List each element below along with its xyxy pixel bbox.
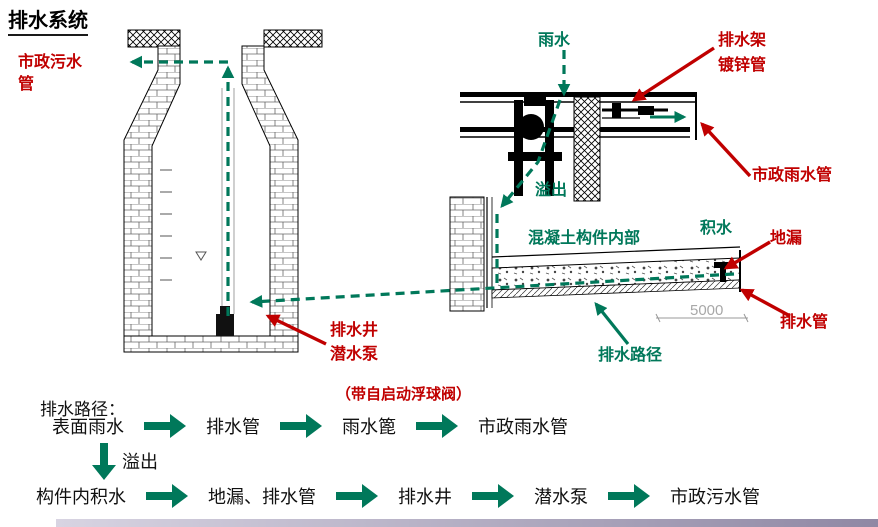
parapet-brick-wall	[449, 196, 485, 312]
label-submersible-pump: 潜水泵	[330, 346, 379, 363]
flow-step-surface-rain: 表面雨水	[52, 417, 124, 437]
flow-arrow-icon	[146, 484, 188, 508]
label-drainage-path: 排水路径	[598, 347, 663, 364]
label-drain-well: 排水井	[330, 322, 379, 339]
flow-arrow-icon	[416, 414, 458, 438]
flow-arrow-icon	[336, 484, 378, 508]
callout-arrow-floor-drain	[723, 240, 771, 270]
label-floor-drain: 地漏	[770, 230, 803, 247]
label-drain-pipe: 排水管	[780, 314, 829, 331]
flow-arrow-icon	[144, 414, 186, 438]
footer-accent-bar	[56, 519, 878, 527]
flow-step-floor-drain-pipe: 地漏、排水管	[208, 487, 316, 507]
drain-inlet	[524, 96, 546, 106]
drain-fitting	[508, 152, 562, 161]
label-municipal-rain-pipe: 市政雨水管	[752, 167, 833, 184]
ladder-rungs	[160, 169, 172, 281]
page-title: 排水系统	[8, 4, 88, 36]
flow-step-submersible-pump: 潜水泵	[534, 487, 588, 507]
flow-step-rain-grate: 雨水篦	[342, 417, 396, 437]
ground-hatch-left	[127, 29, 181, 48]
drain-fitting	[518, 114, 544, 140]
drainage-path-lines	[129, 50, 735, 345]
flow-step-drain-pipe: 排水管	[206, 417, 260, 437]
slab-underlayer	[491, 279, 741, 299]
flow-down-arrow-icon	[92, 443, 116, 481]
roof-drain-detail-drawing	[449, 92, 749, 323]
label-float-valve-note: （带自启动浮球阀）	[336, 386, 472, 403]
flow-row-surface-water: 表面雨水 排水管 雨水篦 市政雨水管	[52, 413, 568, 439]
flow-step-municipal-rain-pipe: 市政雨水管	[478, 417, 568, 437]
flow-step-municipal-sewage-pipe: 市政污水管	[670, 487, 760, 507]
roof-slab-line	[460, 92, 696, 97]
flow-arrow-icon	[472, 484, 514, 508]
label-galvanized-pipe: 镀锌管	[718, 57, 767, 74]
submersible-pump-symbol	[216, 314, 234, 336]
pipe-bracket	[612, 103, 621, 118]
pipe-bracket	[638, 106, 654, 115]
water-level-mark	[195, 251, 207, 261]
label-ponding: 积水	[700, 220, 733, 237]
flow-arrow-icon	[608, 484, 650, 508]
pump-outlet-symbol	[220, 306, 230, 314]
ground-hatch-right	[263, 29, 323, 48]
well-wall-left	[123, 45, 181, 337]
hatched-column	[573, 96, 601, 202]
concrete-slab	[491, 257, 741, 291]
callout-arrow-drain-well-pump	[265, 314, 327, 346]
flow-branch-overflow: 溢出	[122, 452, 158, 472]
flow-row-interior-water: 构件内积水 地漏、排水管 排水井 潜水泵 市政污水管	[36, 483, 760, 509]
path-slab-to-well	[249, 272, 735, 308]
well-wall-right	[241, 45, 299, 337]
callout-arrow-municipal-rain-pipe	[700, 122, 752, 178]
label-concrete-member-interior: 混凝土构件内部	[528, 230, 641, 247]
well-floor	[123, 335, 299, 353]
drain-well-section-drawing	[123, 29, 323, 353]
flow-step-drain-well: 排水井	[398, 487, 452, 507]
dimension-5000: 5000	[690, 302, 724, 319]
flow-heading: 排水路径：	[40, 400, 125, 419]
label-municipal-sewage-pipe: 市政污水管	[18, 54, 83, 94]
callout-arrow-drain-rack	[631, 46, 715, 102]
roof-slab-line	[460, 127, 690, 132]
floor-drain-symbol	[720, 268, 726, 282]
flow-arrow-icon	[280, 414, 322, 438]
flow-step-member-ponding: 构件内积水	[36, 487, 126, 507]
label-overflow: 溢出	[535, 182, 568, 199]
label-rainwater: 雨水	[538, 32, 571, 49]
floor-drain-symbol	[714, 262, 730, 268]
arrow-drainage-path-label	[594, 302, 630, 345]
label-drain-rack: 排水架	[718, 32, 767, 49]
rain-leader-pipe	[514, 100, 523, 196]
